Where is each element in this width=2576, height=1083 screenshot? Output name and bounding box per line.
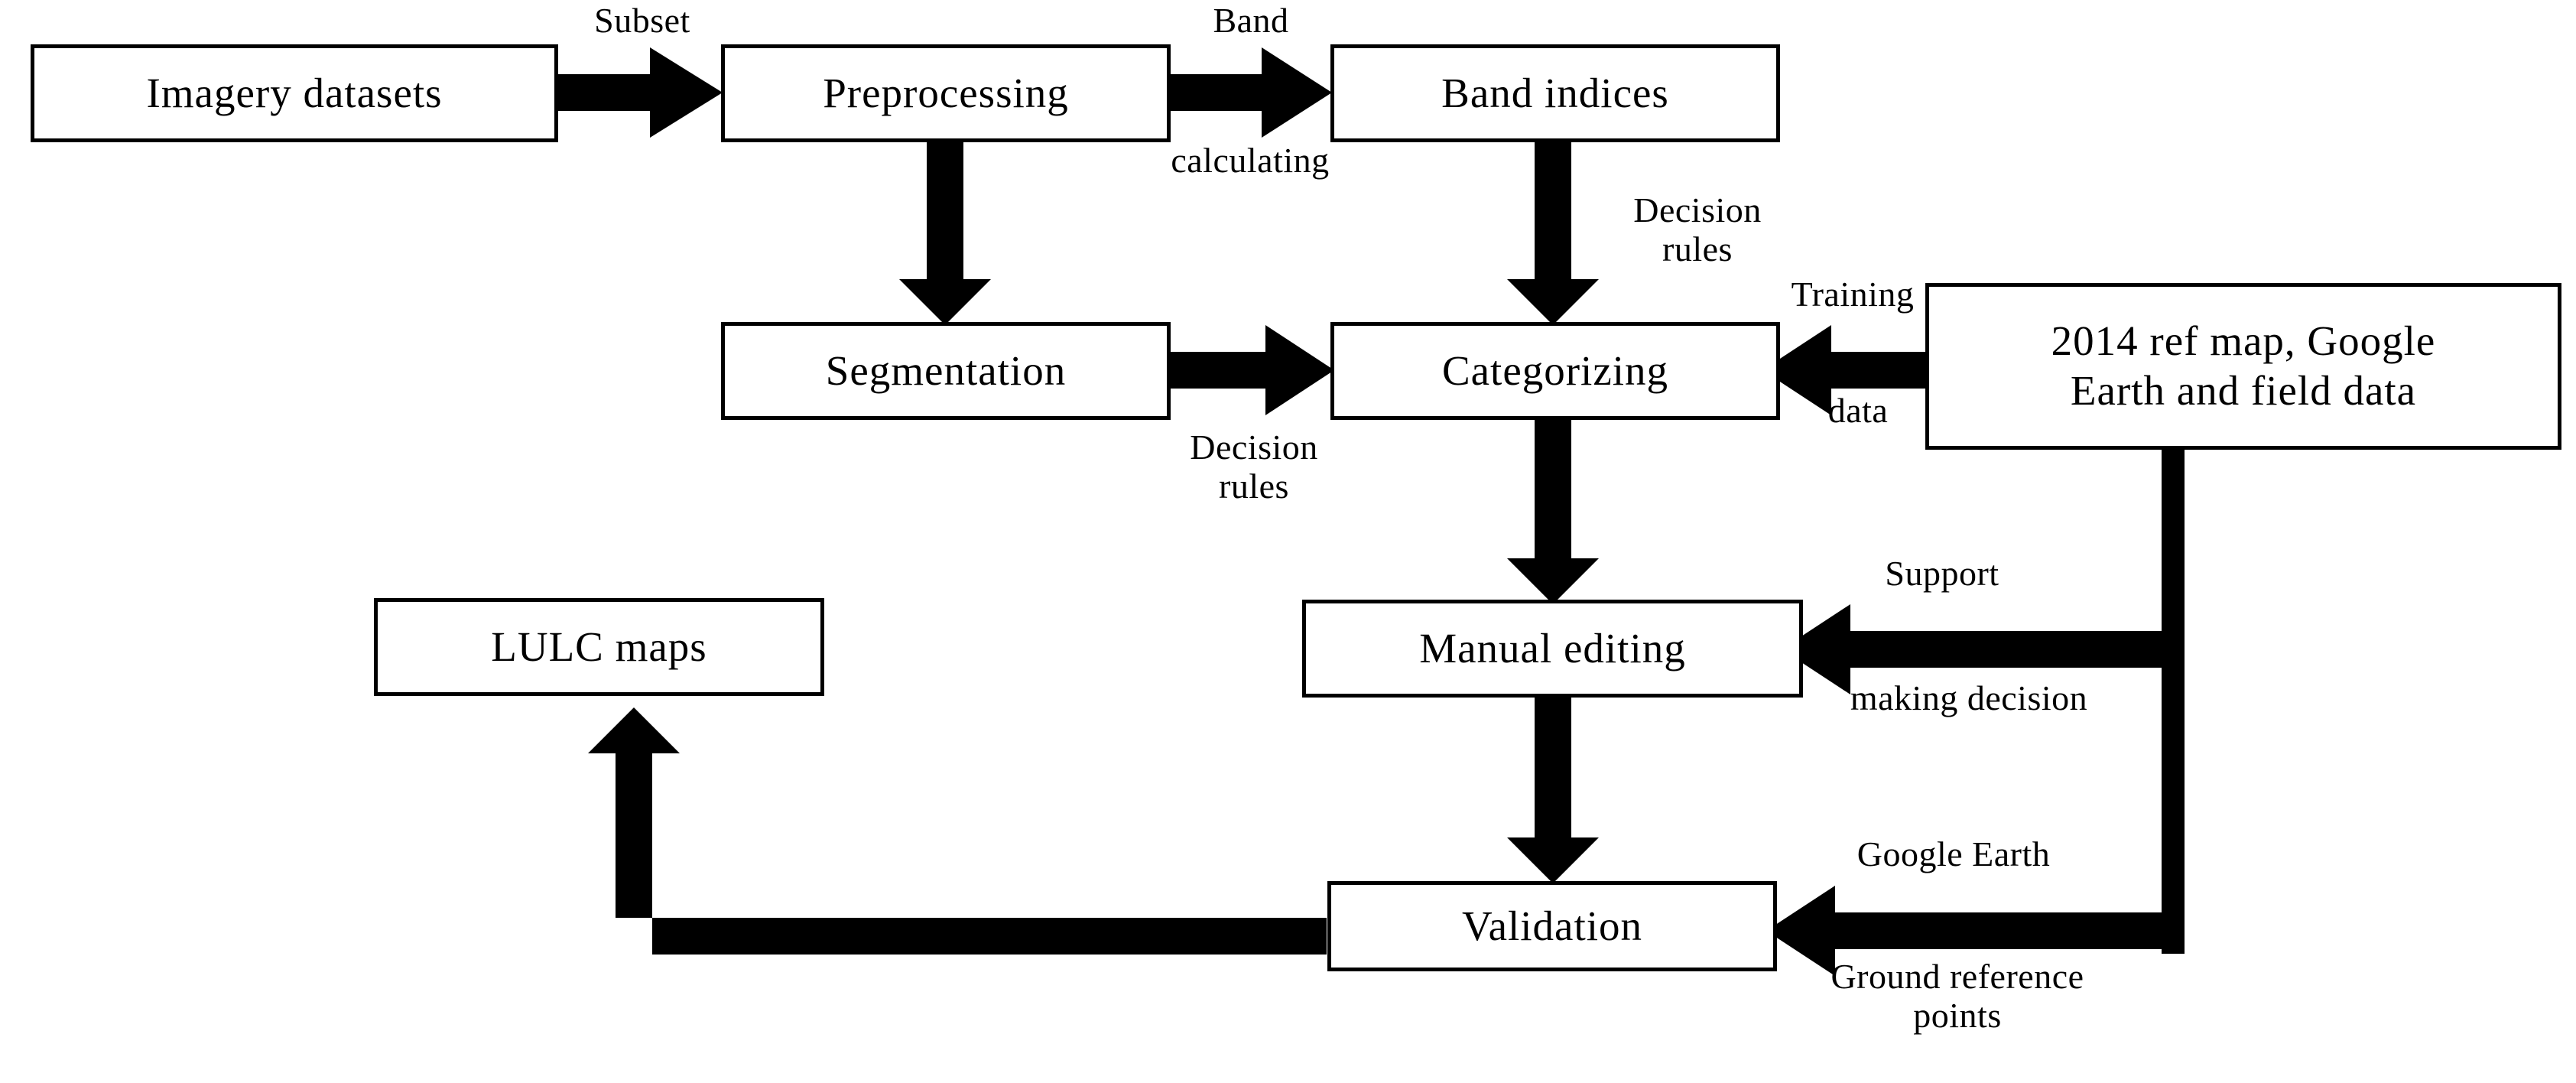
arrow-band-indices-to-categorizing bbox=[1507, 141, 1599, 325]
edge-label-training-data: data bbox=[1827, 391, 1889, 430]
node-lulc-maps-label: LULC maps bbox=[491, 623, 707, 670]
node-band-indices-label: Band indices bbox=[1441, 69, 1669, 116]
edge-label-ground-reference-points: Ground reference points bbox=[1830, 957, 2084, 1035]
node-validation[interactable]: Validation bbox=[1327, 881, 1777, 971]
node-reference-data[interactable]: 2014 ref map, Google Earth and field dat… bbox=[1925, 283, 2561, 450]
connector-reference-trunk bbox=[2162, 447, 2185, 954]
edge-label-band: Band bbox=[1213, 1, 1289, 40]
node-band-indices[interactable]: Band indices bbox=[1330, 44, 1780, 142]
arrow-validation-to-lulc-maps bbox=[588, 707, 1327, 955]
node-manual-editing[interactable]: Manual editing bbox=[1302, 600, 1803, 698]
arrow-preprocessing-to-segmentation bbox=[899, 141, 991, 325]
node-imagery-datasets-label: Imagery datasets bbox=[146, 69, 443, 116]
edge-label-calculating: calculating bbox=[1171, 141, 1330, 180]
node-preprocessing-label: Preprocessing bbox=[823, 69, 1069, 116]
edge-label-subset: Subset bbox=[594, 1, 690, 40]
arrow-imagery-to-preprocessing bbox=[556, 47, 723, 138]
arrow-categorizing-to-manual-editing bbox=[1507, 418, 1599, 604]
node-categorizing-label: Categorizing bbox=[1441, 346, 1669, 394]
node-reference-data-label: 2014 ref map, Google Earth and field dat… bbox=[2051, 317, 2436, 414]
edge-label-making-decision: making decision bbox=[1850, 678, 2088, 717]
node-segmentation[interactable]: Segmentation bbox=[721, 322, 1171, 420]
edge-label-decision-rules-band: Decision rules bbox=[1633, 190, 1762, 268]
arrow-reference-to-validation bbox=[1766, 886, 2183, 976]
node-lulc-maps[interactable]: LULC maps bbox=[374, 598, 824, 696]
arrow-reference-to-categorizing bbox=[1762, 325, 1927, 415]
node-categorizing[interactable]: Categorizing bbox=[1330, 322, 1780, 420]
edge-label-decision-rules-segmentation: Decision rules bbox=[1190, 428, 1318, 506]
arrow-reference-to-manual-editing bbox=[1782, 604, 2183, 694]
arrow-preprocessing-to-band-indices bbox=[1168, 47, 1332, 138]
edge-label-google-earth: Google Earth bbox=[1856, 834, 2051, 873]
node-segmentation-label: Segmentation bbox=[825, 346, 1067, 394]
arrow-segmentation-to-categorizing bbox=[1168, 325, 1334, 415]
arrow-manual-editing-to-validation bbox=[1507, 698, 1599, 883]
node-preprocessing[interactable]: Preprocessing bbox=[721, 44, 1171, 142]
edge-label-support: Support bbox=[1885, 554, 1999, 593]
edge-label-training: Training bbox=[1791, 275, 1915, 314]
node-manual-editing-label: Manual editing bbox=[1419, 624, 1686, 672]
node-imagery-datasets[interactable]: Imagery datasets bbox=[31, 44, 558, 142]
node-validation-label: Validation bbox=[1461, 902, 1643, 949]
